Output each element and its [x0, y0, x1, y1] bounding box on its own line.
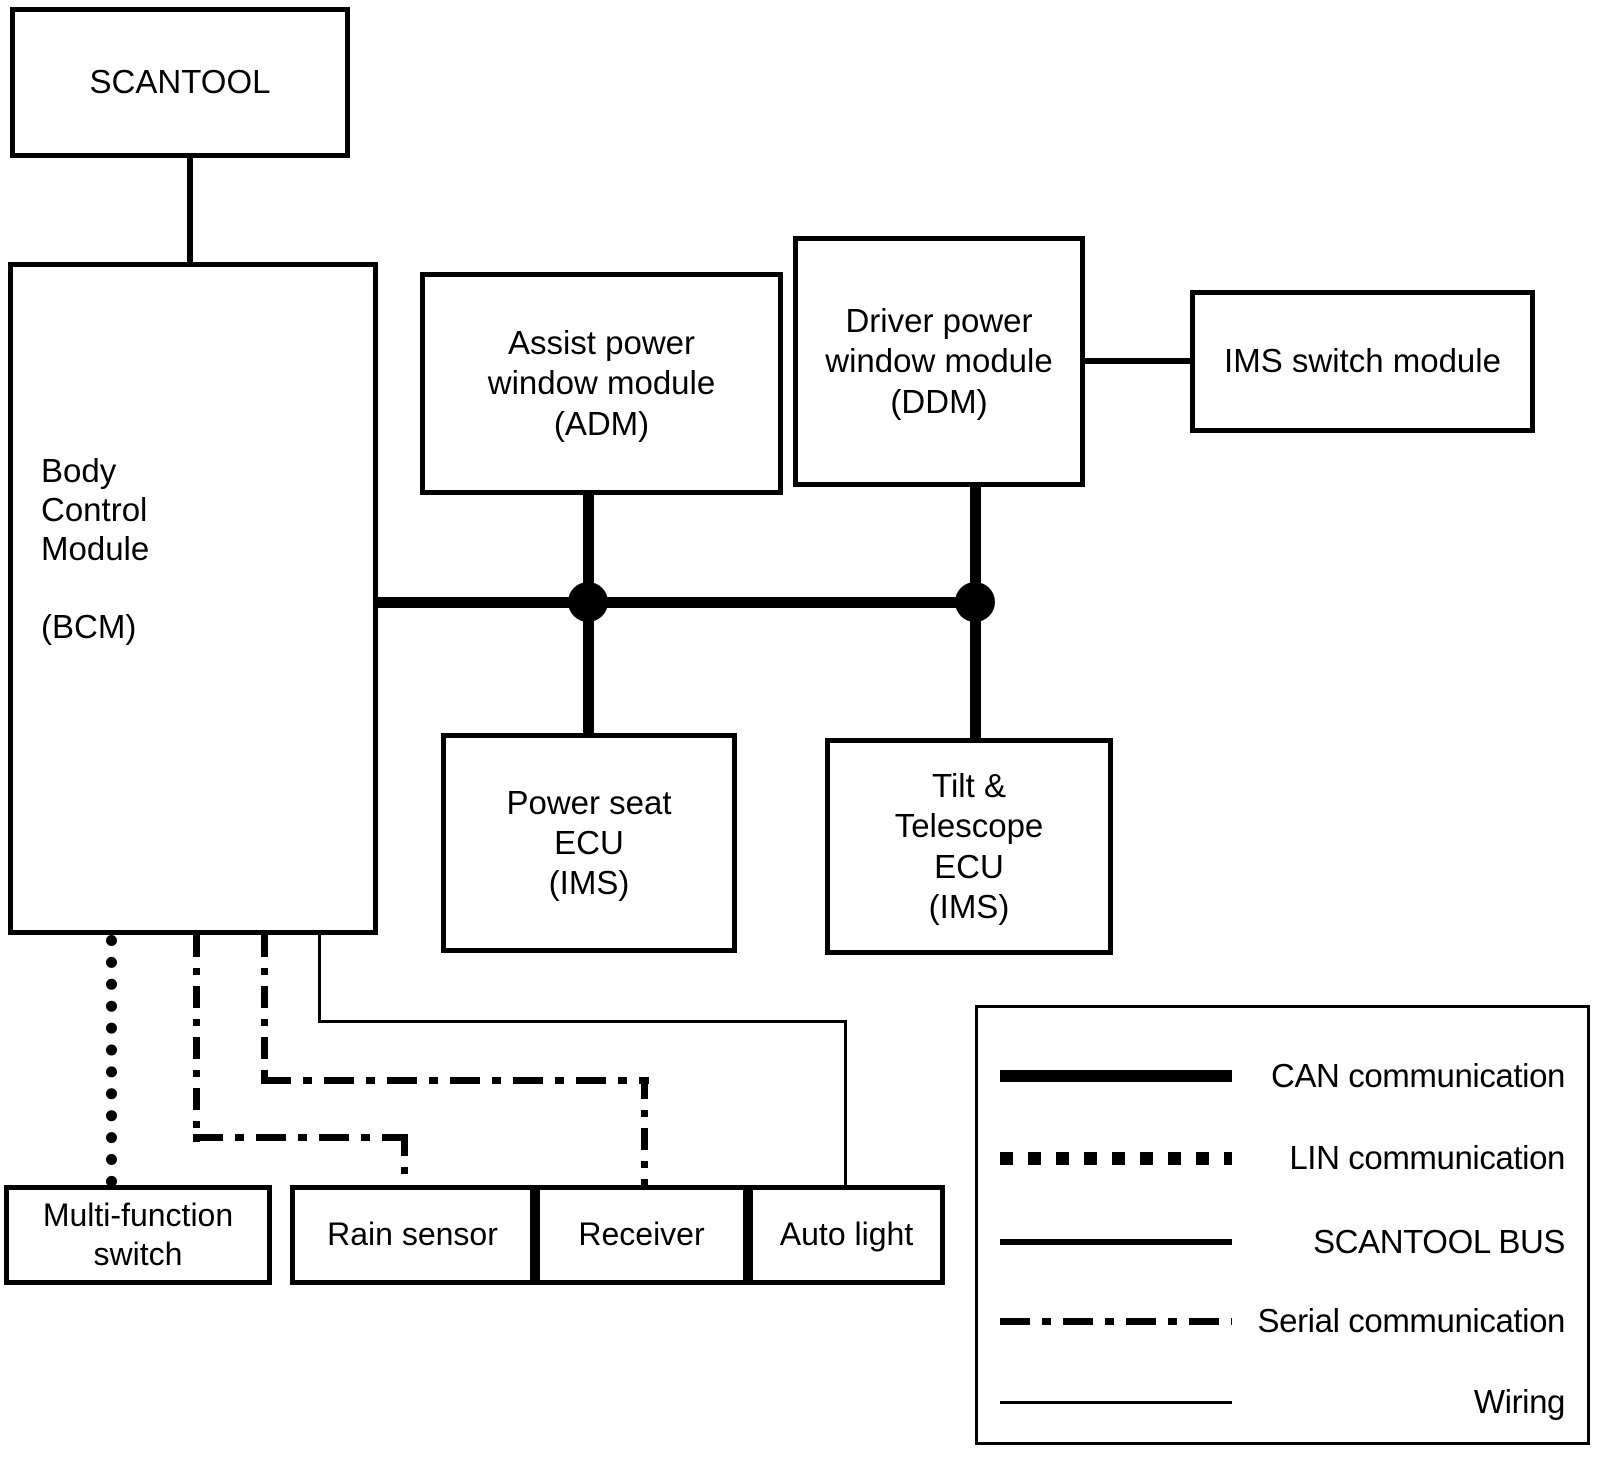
- legend-label-wiring: Wiring: [1473, 1383, 1566, 1420]
- legend-row-can: CAN communication: [978, 1048, 1587, 1104]
- legend-label-serial: Serial communication: [1257, 1302, 1566, 1339]
- link-ddm-ims-switch: [1080, 358, 1195, 364]
- link-can-trunk: [374, 597, 984, 608]
- legend-row-serial: Serial communication: [978, 1293, 1587, 1349]
- legend-label-lin: LIN communication: [1289, 1139, 1565, 1176]
- link-wiring-autolight-h: [318, 1020, 847, 1023]
- link-serial-rain-h: [193, 1134, 408, 1141]
- node-auto-light[interactable]: Auto light: [748, 1185, 945, 1285]
- legend: CAN communication LIN communication SCAN…: [975, 1005, 1590, 1445]
- link-can-powerseat-branch: [583, 597, 594, 737]
- legend-sample-serial-icon: [1000, 1309, 1232, 1333]
- link-can-tilt-branch: [970, 597, 981, 742]
- node-rain-sensor[interactable]: Rain sensor: [290, 1185, 535, 1285]
- can-junction-right: [955, 582, 995, 622]
- link-can-adm-branch: [583, 492, 594, 602]
- legend-sample-wiring-icon: [1000, 1390, 1232, 1414]
- node-driver-power-window-module[interactable]: Driver power window module (DDM): [793, 236, 1085, 487]
- legend-label-can: CAN communication: [1271, 1057, 1565, 1094]
- link-scantool-bcm: [187, 155, 193, 267]
- node-power-seat-ecu[interactable]: Power seat ECU (IMS): [441, 733, 737, 953]
- link-wiring-autolight-v2: [844, 1020, 847, 1189]
- node-scantool[interactable]: SCANTOOL: [10, 7, 350, 158]
- node-multi-function-switch[interactable]: Multi-function switch: [4, 1185, 272, 1285]
- link-lin-mfs: [106, 935, 117, 1187]
- legend-sample-can-icon: [1000, 1064, 1232, 1088]
- node-ims-switch-module[interactable]: IMS switch module: [1190, 290, 1535, 433]
- legend-sample-scantool-bus-icon: [1000, 1230, 1232, 1254]
- link-serial-receiver-h: [261, 1077, 649, 1084]
- legend-label-scantool-bus: SCANTOOL BUS: [1313, 1223, 1565, 1260]
- link-can-ddm-branch: [970, 483, 981, 602]
- node-receiver[interactable]: Receiver: [535, 1185, 748, 1285]
- link-wiring-autolight-v1: [318, 935, 321, 1023]
- can-junction-left: [568, 582, 608, 622]
- legend-row-wiring: Wiring: [978, 1374, 1587, 1430]
- node-body-control-module[interactable]: Body Control Module (BCM): [8, 262, 378, 935]
- node-assist-power-window-module[interactable]: Assist power window module (ADM): [420, 272, 783, 495]
- legend-sample-lin-icon: [1000, 1146, 1232, 1170]
- node-tilt-telescope-ecu[interactable]: Tilt & Telescope ECU (IMS): [825, 738, 1113, 955]
- legend-row-lin: LIN communication: [978, 1130, 1587, 1186]
- legend-row-scantool-bus: SCANTOOL BUS: [978, 1214, 1587, 1270]
